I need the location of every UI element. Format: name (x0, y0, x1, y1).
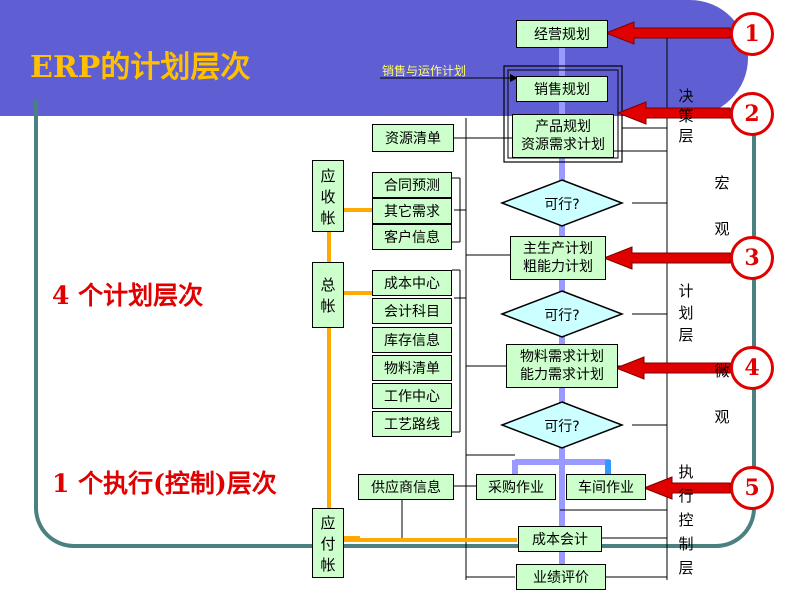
plan-char-2: 划 (678, 304, 694, 322)
purchase-operation: 采购作业 (476, 474, 556, 500)
accounts-payable: 应 付 帐 (312, 508, 344, 578)
mps-line1: 主生产计划 (523, 241, 593, 257)
decision-char-1: 决 (678, 87, 694, 105)
general-ledger: 总 帐 (312, 262, 344, 328)
content-frame (34, 100, 756, 548)
mps-line2: 粗能力计划 (523, 259, 593, 275)
ap-char-3: 帐 (320, 555, 336, 574)
sales-plan: 销售规划 (516, 76, 608, 102)
material-requirements-plan: 物料需求计划 能力需求计划 (506, 344, 618, 388)
marker-5: 5 (730, 466, 774, 510)
decision-char-2: 策 (678, 107, 694, 125)
marker-1: 1 (730, 12, 774, 56)
four-plan-levels-label: 4 个计划层次 (52, 281, 204, 310)
performance-evaluation: 业绩评价 (516, 564, 606, 590)
other-demand: 其它需求 (372, 198, 452, 224)
ap-char-2: 付 (320, 534, 336, 553)
exec-char-3: 控 (678, 511, 694, 529)
page-title: ERP的计划层次 (30, 50, 251, 85)
gl-char-2: 帐 (320, 297, 336, 315)
marker-2: 2 (730, 92, 774, 136)
customer-info: 客户信息 (372, 224, 452, 250)
micro-char-2: 观 (714, 408, 730, 426)
feasible-check-2: 可行? (544, 308, 580, 324)
product-plan: 产品规划 资源需求计划 (512, 114, 614, 158)
exec-char-4: 制 (678, 535, 694, 553)
product-plan-line2: 资源需求计划 (521, 137, 605, 153)
marker-4: 4 (730, 346, 774, 390)
ar-char-2: 收 (320, 187, 336, 206)
cost-accounting: 成本会计 (518, 526, 602, 552)
account-subject: 会计科目 (372, 298, 452, 324)
product-plan-line1: 产品规划 (535, 119, 591, 135)
layer-decision: 决 策 层 (676, 86, 696, 146)
macro-label: 宏 观 (712, 160, 732, 252)
cost-center: 成本中心 (372, 270, 452, 296)
feasible-check-3: 可行? (544, 419, 580, 435)
marker-3: 3 (730, 236, 774, 280)
micro-char-1: 微 (714, 362, 730, 380)
exec-char-1: 执 (678, 463, 694, 481)
mrp-line1: 物料需求计划 (520, 349, 604, 365)
inventory-info: 库存信息 (372, 327, 452, 353)
contract-forecast: 合同预测 (372, 172, 452, 198)
micro-label: 微 观 (712, 348, 732, 440)
routing: 工艺路线 (372, 411, 452, 437)
header-banner (0, 0, 748, 116)
ap-char-1: 应 (320, 513, 336, 532)
macro-char-2: 观 (714, 220, 730, 238)
exec-char-2: 行 (678, 487, 694, 505)
exec-char-5: 层 (678, 559, 694, 577)
decision-char-3: 层 (678, 127, 694, 145)
mrp-line2: 能力需求计划 (520, 367, 604, 383)
workshop-operation: 车间作业 (566, 474, 646, 500)
feasible-check-1: 可行? (544, 197, 580, 213)
master-production-schedule: 主生产计划 粗能力计划 (510, 236, 606, 280)
one-execution-level-label: 1 个执行(控制)层次 (52, 469, 277, 498)
work-center: 工作中心 (372, 383, 452, 409)
layer-execution: 执 行 控 制 层 (676, 460, 696, 580)
resource-bill: 资源清单 (372, 124, 454, 152)
bill-of-materials: 物料清单 (372, 355, 452, 381)
supplier-info: 供应商信息 (358, 474, 454, 500)
gl-char-1: 总 (320, 276, 336, 294)
plan-char-3: 层 (678, 326, 694, 344)
plan-char-1: 计 (678, 282, 694, 300)
accounts-receivable: 应 收 帐 (312, 160, 344, 232)
macro-char-1: 宏 (714, 174, 730, 192)
ar-char-3: 帐 (320, 208, 336, 227)
sop-label: 销售与运作计划 (382, 64, 467, 78)
ar-char-1: 应 (320, 166, 336, 185)
business-plan: 经营规划 (516, 20, 608, 48)
layer-plan: 计 划 层 (676, 280, 696, 346)
